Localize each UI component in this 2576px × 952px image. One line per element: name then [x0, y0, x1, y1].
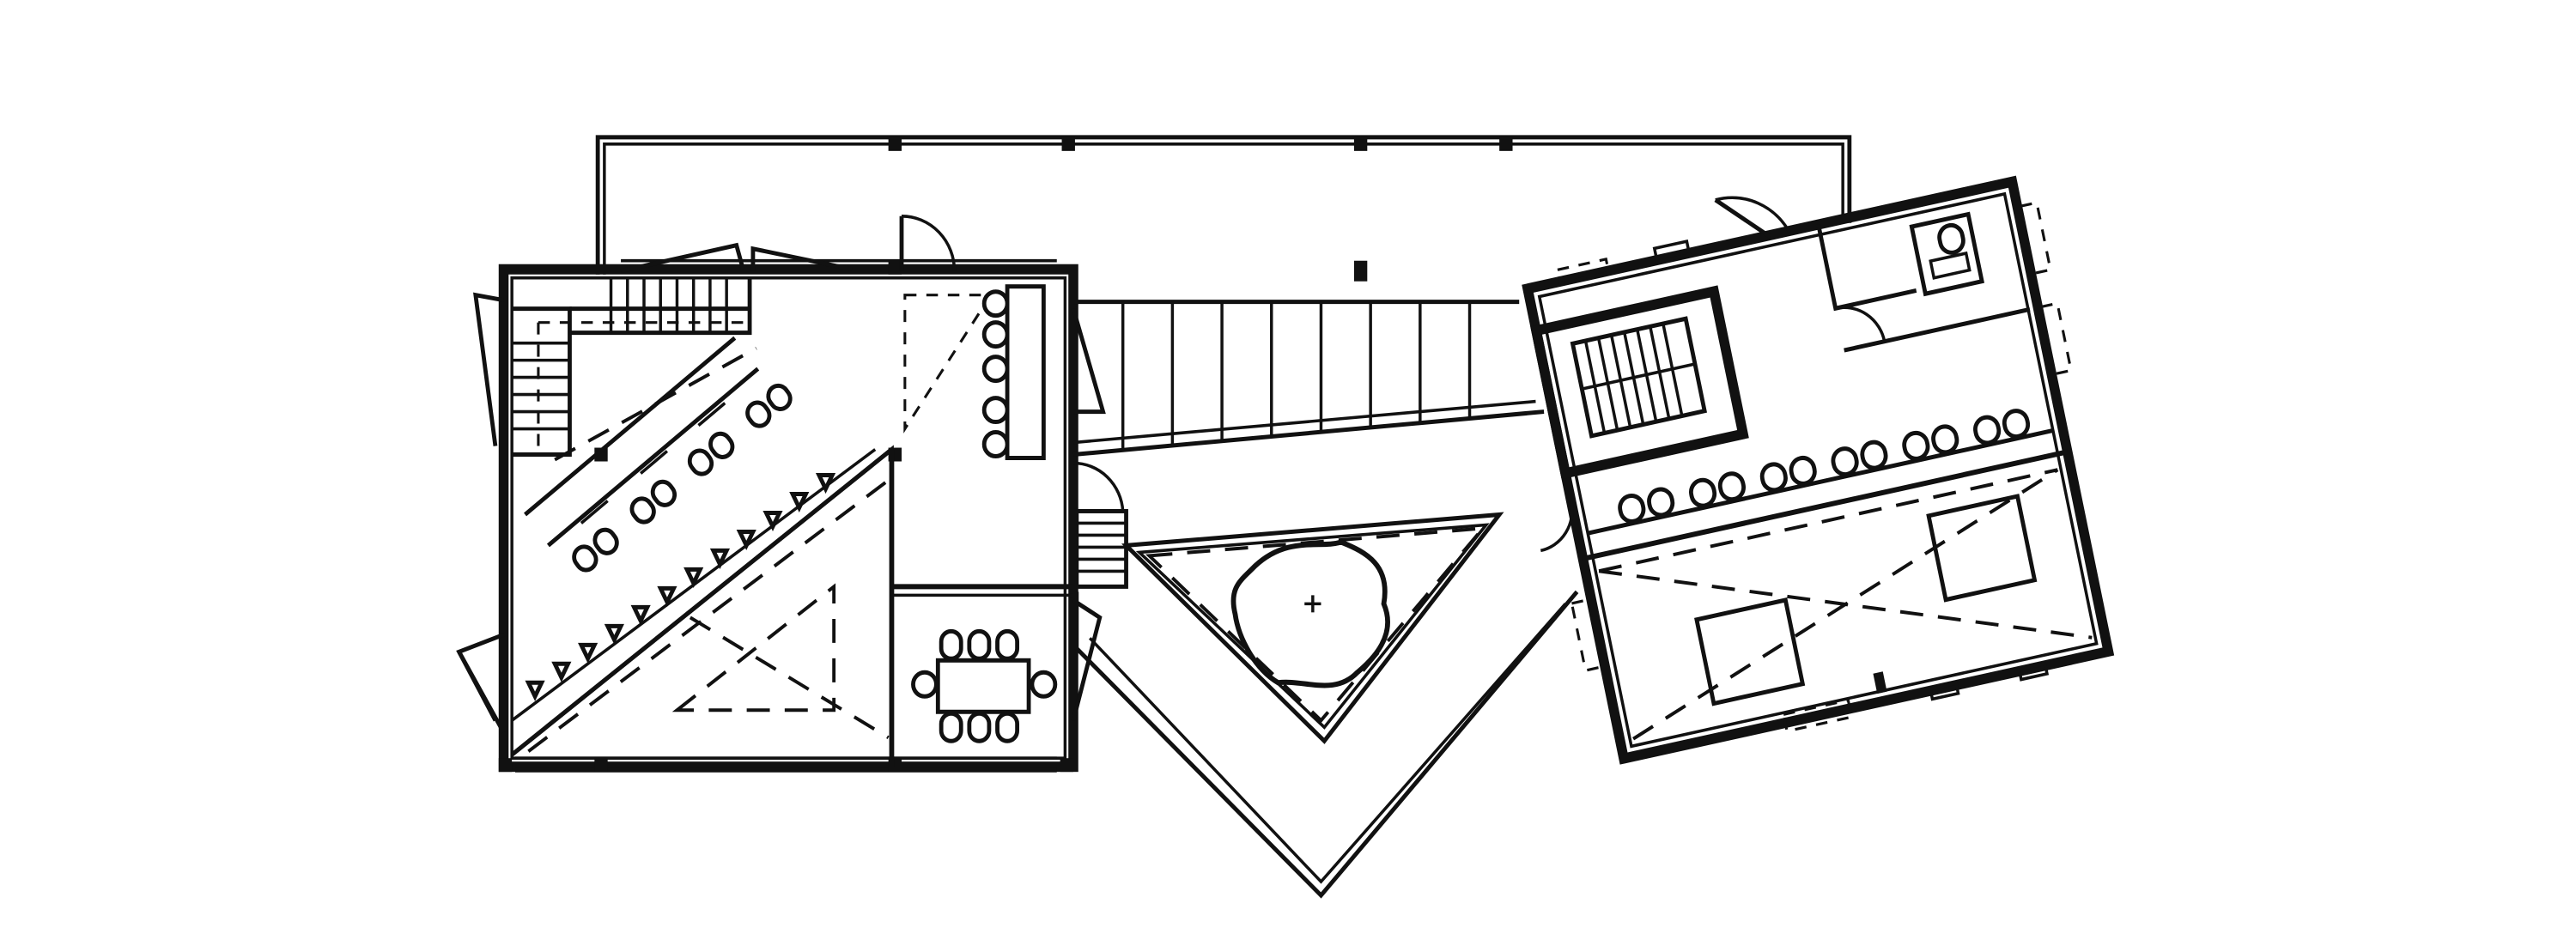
east-building	[1522, 175, 2115, 765]
west-counter	[981, 284, 1046, 461]
lecture-area	[510, 445, 894, 757]
east-open-hall	[1598, 468, 2093, 741]
east-stair-core	[1530, 285, 1749, 480]
east-seating-row	[1618, 409, 2031, 524]
west-building	[456, 214, 1128, 773]
east-restroom	[1816, 211, 2031, 353]
courtyard	[1074, 512, 1579, 899]
canopy-overhang	[595, 135, 1852, 282]
tree	[1230, 539, 1390, 688]
west-stair	[512, 277, 752, 458]
diagonal-desk-row	[524, 336, 793, 573]
bridge	[1072, 300, 1545, 458]
meeting-table	[911, 628, 1058, 743]
small-stair	[1072, 461, 1128, 589]
